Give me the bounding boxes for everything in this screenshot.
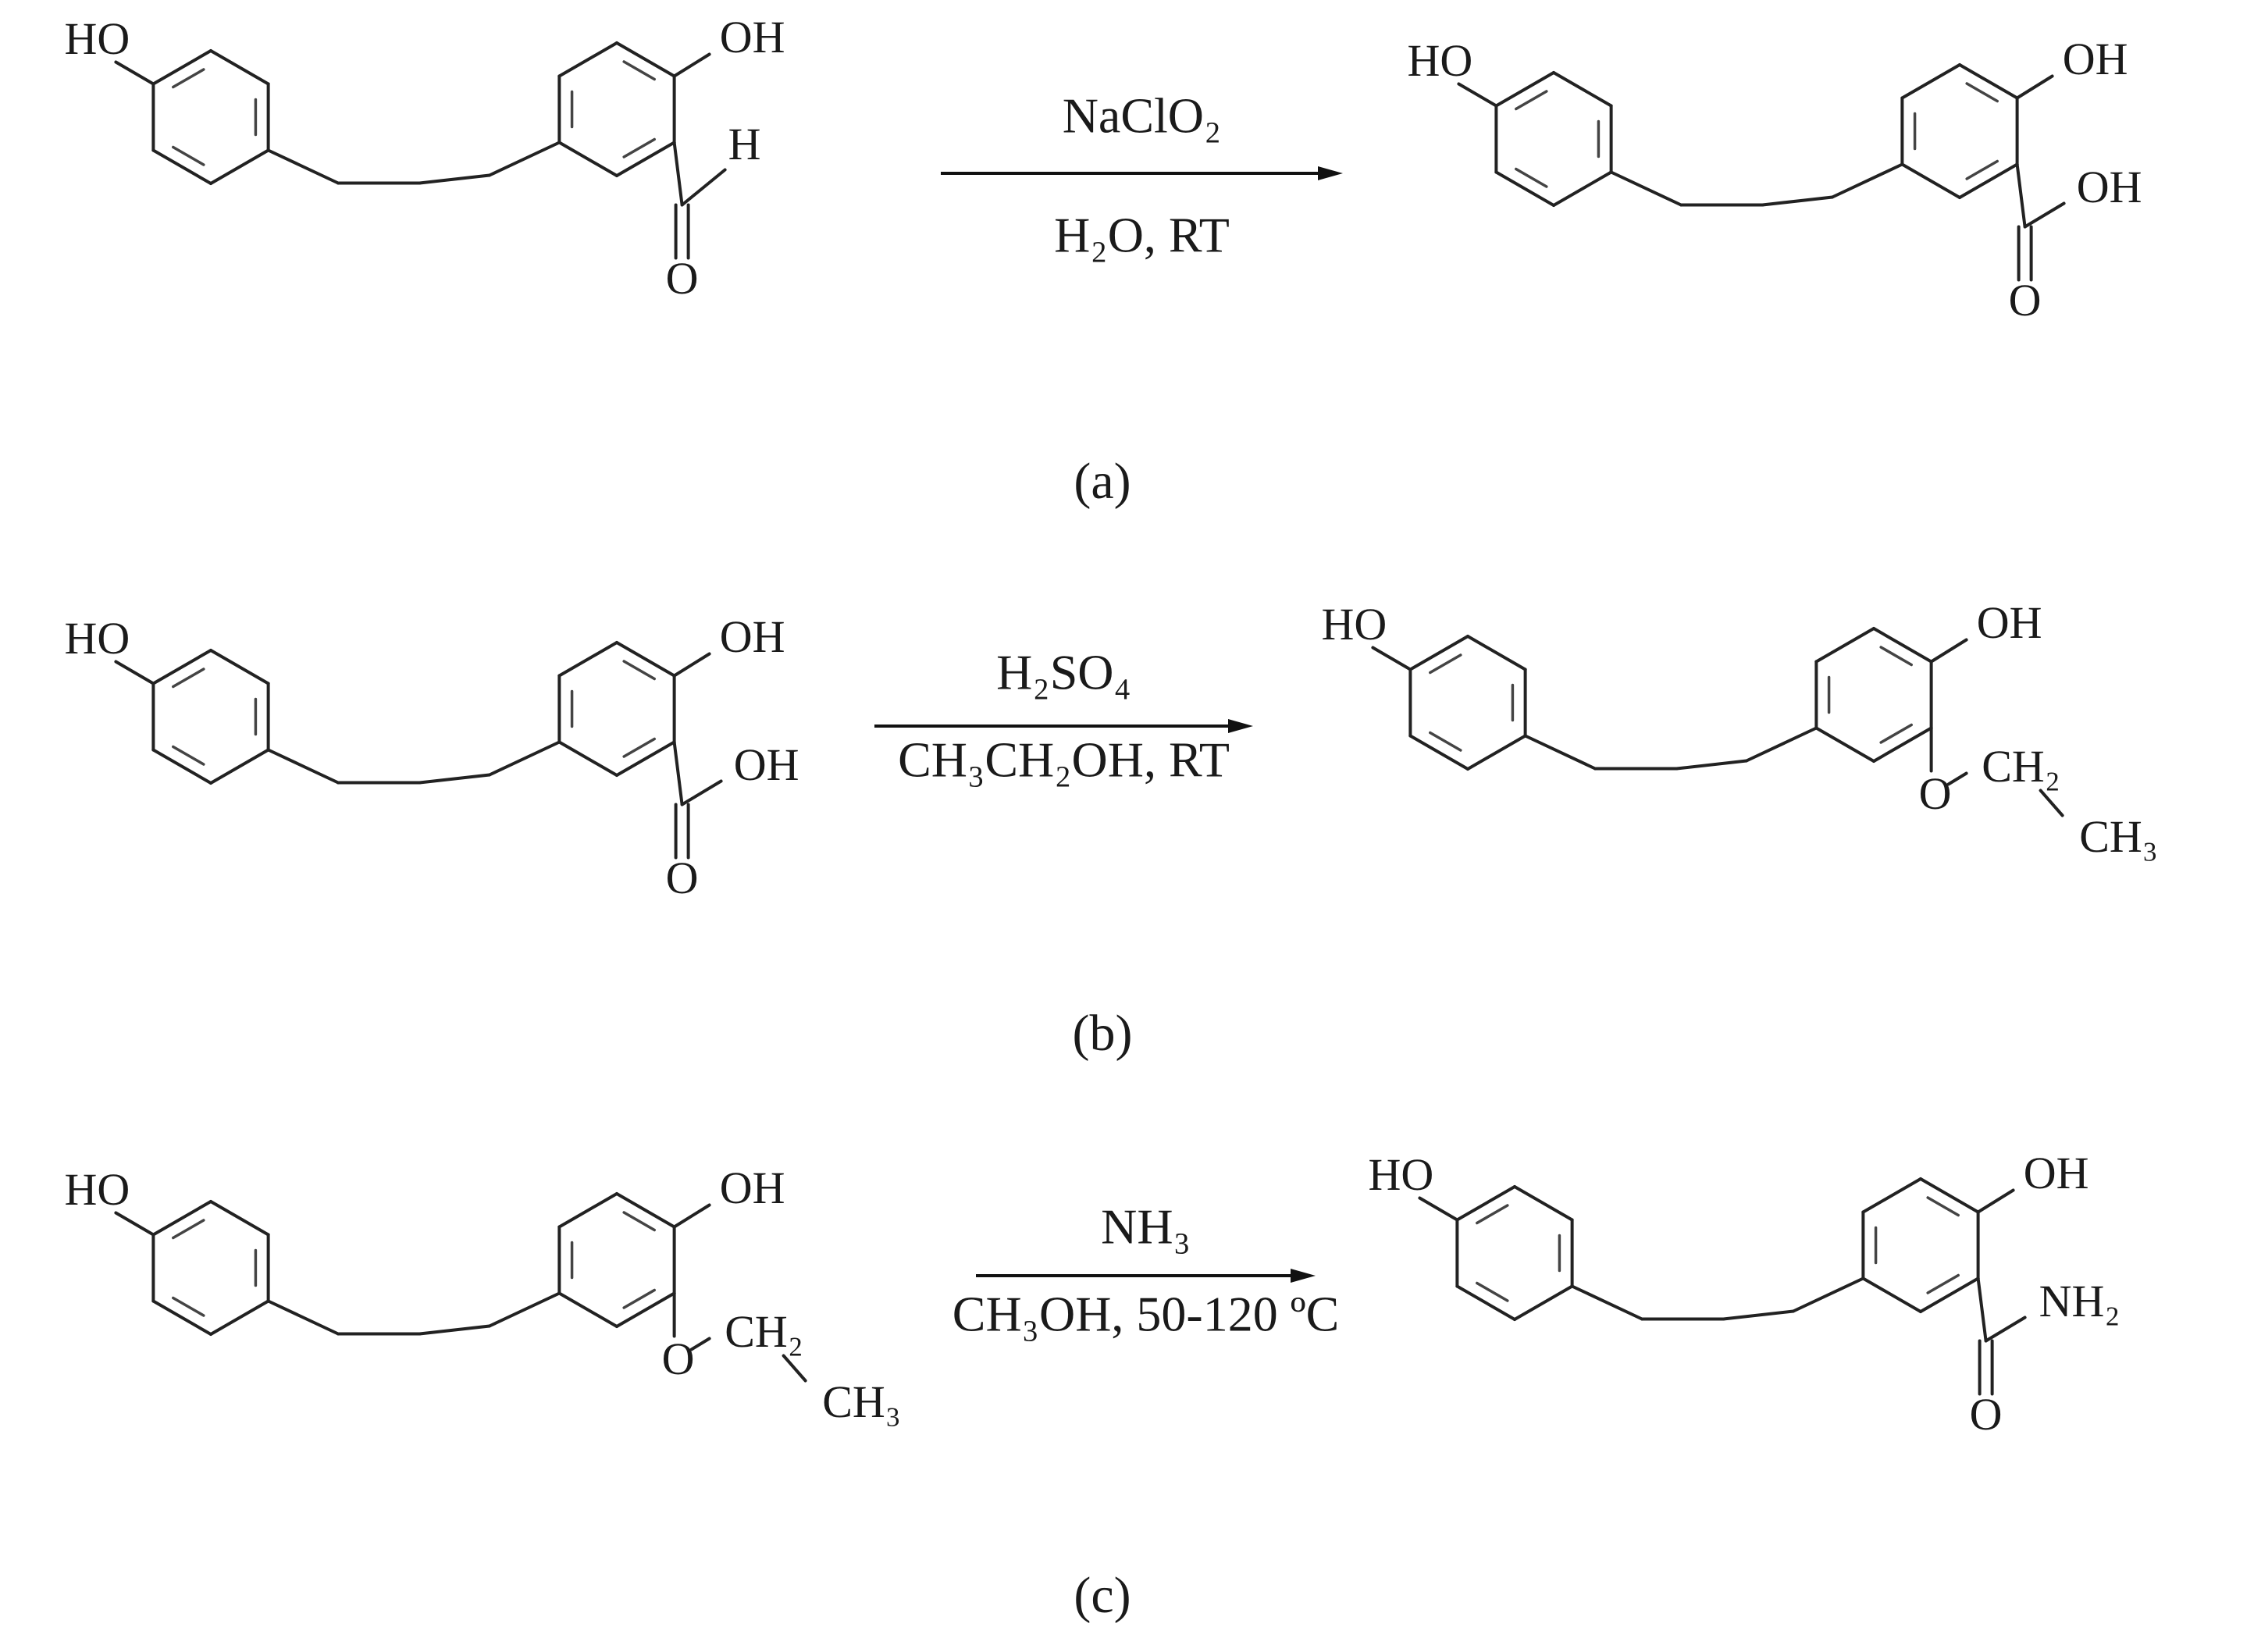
phenol-ring bbox=[1455, 1185, 1574, 1321]
reactant-molecule: HO OH O CH₂ CH₃ bbox=[64, 1162, 901, 1427]
product-molecule: HO OH O CH₂ CH₃ bbox=[1321, 597, 2158, 862]
hydroxyl-label: OH bbox=[2063, 34, 2128, 84]
ether-oxygen-label: O bbox=[1919, 768, 1952, 819]
hydroxyl-label: OH bbox=[720, 1162, 785, 1213]
hydroxyl-label: HO bbox=[1321, 599, 1387, 650]
benzene-ring bbox=[557, 41, 676, 177]
benzene-ring bbox=[557, 641, 676, 777]
methylene-label: CH₂ bbox=[1982, 741, 2060, 792]
propyl-chain bbox=[266, 740, 561, 785]
reaction-panel-3: NH₃ CH₃OH, 50-120 ºC (c) bbox=[953, 1199, 1340, 1624]
benzene-ring bbox=[557, 1192, 676, 1328]
panel-label: (b) bbox=[1073, 1005, 1133, 1062]
methyl-label: CH₃ bbox=[2079, 811, 2158, 862]
arrow-head bbox=[1291, 1269, 1316, 1283]
methylene-label: CH₂ bbox=[725, 1306, 803, 1357]
acid-hydroxyl-label: OH bbox=[734, 739, 799, 790]
aldehyde-hydrogen-label: H bbox=[728, 119, 761, 169]
amine-label: NH₂ bbox=[2039, 1276, 2120, 1326]
hydroxyl-label: OH bbox=[2024, 1148, 2089, 1198]
reagent-top: H₂SO₄ bbox=[996, 645, 1131, 700]
product-molecule: HO OH O OH bbox=[1407, 34, 2142, 326]
product-molecule: HO OH O NH₂ bbox=[1368, 1148, 2120, 1440]
propyl-chain bbox=[1523, 726, 1818, 771]
phenol-ring bbox=[1408, 635, 1527, 771]
methyl-label: CH₃ bbox=[822, 1376, 901, 1427]
reaction-panel-2: H₂SO₄ CH₃CH₂OH, RT (b) bbox=[874, 645, 1253, 1062]
acid-hydroxyl-label: OH bbox=[2077, 162, 2142, 212]
propyl-chain bbox=[1609, 162, 1904, 207]
reagent-top: NaClO₂ bbox=[1063, 88, 1222, 144]
panel-label: (a) bbox=[1074, 453, 1131, 510]
phenol-ring bbox=[1494, 71, 1613, 207]
hydroxyl-label: HO bbox=[64, 13, 130, 64]
propyl-chain bbox=[1570, 1276, 1865, 1321]
hydroxyl-label: OH bbox=[720, 611, 785, 662]
hydroxyl-label: HO bbox=[64, 1164, 130, 1215]
reaction-arrow bbox=[874, 719, 1253, 733]
reactant-molecule: HO OH O OH bbox=[64, 611, 799, 903]
reaction-panel-1: NaClO₂ H₂O, RT (a) bbox=[941, 88, 1343, 510]
hydroxyl-label: HO bbox=[64, 613, 130, 664]
hydroxyl-label: OH bbox=[720, 12, 785, 62]
carbonyl-oxygen-label: O bbox=[2009, 275, 2042, 326]
reagent-bottom: H₂O, RT bbox=[1054, 208, 1230, 263]
arrow-head bbox=[1318, 166, 1343, 180]
reagent-top: NH₃ bbox=[1101, 1199, 1191, 1255]
propyl-chain bbox=[266, 1291, 561, 1336]
phenol-ring bbox=[151, 49, 270, 185]
carbonyl-oxygen-label: O bbox=[666, 253, 699, 304]
benzene-ring bbox=[1900, 63, 2019, 199]
panel-label: (c) bbox=[1074, 1567, 1131, 1624]
reagent-bottom: CH₃CH₂OH, RT bbox=[898, 732, 1230, 788]
arrow-head bbox=[1228, 719, 1253, 733]
propyl-chain bbox=[266, 141, 561, 185]
phenol-ring bbox=[151, 649, 270, 785]
hydroxyl-label: HO bbox=[1407, 35, 1472, 86]
hydroxyl-label: OH bbox=[1977, 597, 2042, 648]
carbonyl-oxygen-label: O bbox=[666, 853, 699, 903]
ether-oxygen-label: O bbox=[662, 1333, 695, 1384]
reagent-bottom: CH₃OH, 50-120 ºC bbox=[953, 1287, 1340, 1342]
benzene-ring bbox=[1814, 627, 1933, 763]
phenol-ring bbox=[151, 1200, 270, 1336]
reaction-arrow bbox=[941, 166, 1343, 180]
carbonyl-oxygen-label: O bbox=[1970, 1389, 2003, 1440]
hydroxyl-label: HO bbox=[1368, 1149, 1433, 1200]
benzene-ring bbox=[1861, 1177, 1980, 1313]
reaction-arrow bbox=[976, 1269, 1316, 1283]
